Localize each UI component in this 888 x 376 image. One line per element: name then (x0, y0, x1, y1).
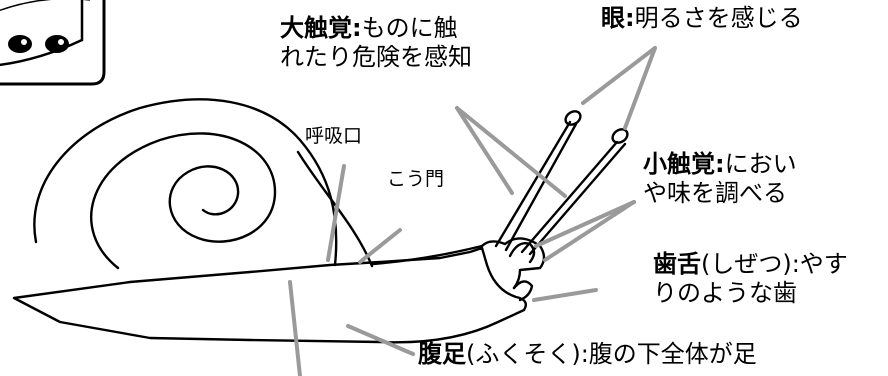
eye-term: 眼 (601, 4, 625, 32)
small-tentacle (508, 242, 536, 264)
foot-label: 腹足(ふくそく):腹の下全体が足 (418, 340, 757, 369)
small-tentacle-term: 小触覚 (643, 150, 715, 178)
character-icon (0, 0, 106, 86)
mouth-part (512, 280, 534, 302)
tentacle-right (520, 140, 619, 254)
large-tentacle-desc-line1: ものに触 (361, 14, 458, 42)
tentacle-left (494, 120, 572, 248)
large-tentacle-desc-line2: れたり危険を感知 (280, 43, 472, 72)
radula-desc-line2: りのような歯 (653, 279, 797, 308)
small-tentacle-desc-line2: や味を調べる (643, 179, 787, 208)
large-tentacle-sep: : (352, 14, 362, 42)
radula-label: 歯舌(しぜつ):やす りのような歯 (653, 250, 848, 309)
eye-label: 眼:明るさを感じる (601, 4, 803, 33)
breathing-pore-label: 呼吸口 (305, 125, 363, 147)
small-tentacle-desc-line1: におい (724, 150, 797, 178)
large-tentacle-label: 大触覚:ものに触 れたり危険を感知 (280, 14, 472, 73)
radula-term: 歯舌 (653, 250, 701, 278)
eye-desc: 明るさを感じる (634, 4, 803, 32)
anus-label: こう門 (387, 168, 445, 190)
radula-desc-line1: (しぜつ):やす (701, 250, 848, 278)
snail-foot (12, 246, 527, 344)
eye-sep: : (625, 4, 635, 32)
eye-left (564, 110, 582, 126)
eye-right (611, 128, 629, 144)
large-tentacle-term: 大触覚 (280, 14, 352, 42)
snail-drawing (12, 98, 629, 344)
tentacle-right-inner (528, 142, 627, 256)
shell-aperture (296, 150, 374, 268)
snail-shell (33, 98, 338, 267)
snail-head (370, 244, 484, 266)
shell-spiral (90, 132, 277, 270)
small-tentacle-sep: : (715, 150, 725, 178)
small-tentacle-label: 小触覚:におい や味を調べる (643, 150, 797, 209)
tentacle-left-inner (504, 122, 578, 252)
leader-lines (288, 46, 657, 376)
foot-term: 腹足 (418, 340, 466, 368)
foot-desc: (ふくそく):腹の下全体が足 (466, 340, 757, 368)
